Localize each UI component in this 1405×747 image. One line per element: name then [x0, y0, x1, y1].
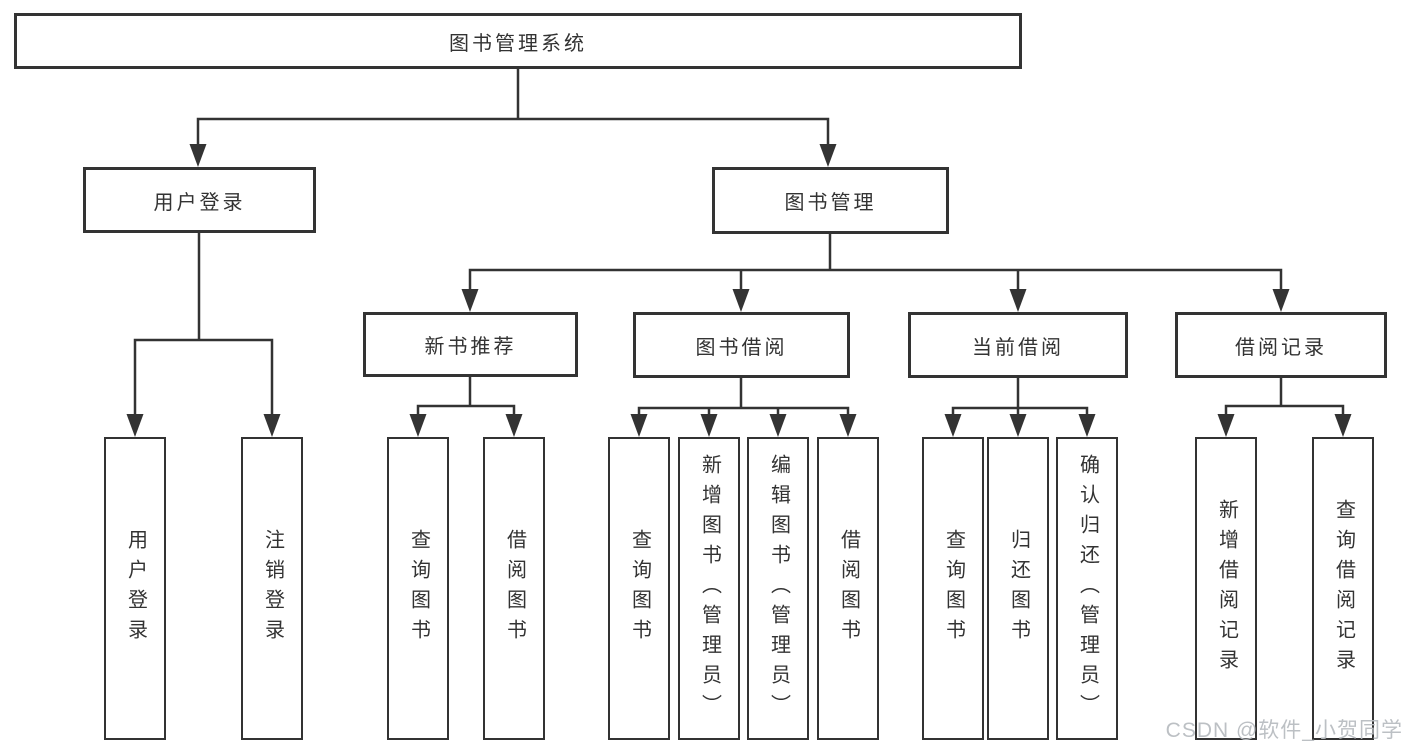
- arrowhead: [944, 414, 962, 437]
- leaf-return-books: 归还图书: [987, 437, 1049, 740]
- arrowhead: [839, 414, 857, 437]
- leaf-query-books-recommend: 查询图书: [387, 437, 449, 740]
- leaf-query-books-current-label: 查询图书: [942, 528, 965, 649]
- leaf-borrow-books: 借阅图书: [817, 437, 879, 740]
- leaf-return-books-label: 归还图书: [1007, 528, 1030, 649]
- leaf-user-login-label: 用户登录: [124, 528, 147, 649]
- arrowhead: [1217, 414, 1235, 437]
- leaf-borrow-books-recommend: 借阅图书: [483, 437, 545, 740]
- node-book-borrowing-label: 图书借阅: [695, 336, 788, 359]
- watermark: CSDN @软件_小贺同学: [1165, 719, 1403, 742]
- arrowhead: [263, 414, 281, 437]
- node-user-login-label: 用户登录: [153, 191, 246, 214]
- leaf-borrow-books-label: 借阅图书: [837, 528, 860, 649]
- arrowhead: [732, 289, 750, 312]
- node-root-label: 图书管理系统: [449, 32, 587, 55]
- node-root: 图书管理系统: [14, 13, 1022, 69]
- arrowhead: [505, 414, 523, 437]
- leaf-add-books-admin-label: 新增图书（管理员）: [698, 453, 721, 724]
- leaf-confirm-return-admin: 确认归还（管理员）: [1056, 437, 1118, 740]
- arrowhead: [769, 414, 787, 437]
- arrowhead: [1009, 289, 1027, 312]
- arrowhead: [819, 144, 837, 167]
- node-book-management-label: 图书管理: [784, 192, 877, 214]
- leaf-query-books-borrowing-label: 查询图书: [628, 528, 651, 649]
- leaf-borrow-books-recommend-label: 借阅图书: [503, 528, 526, 649]
- leaf-add-borrow-record: 新增借阅记录: [1195, 437, 1257, 740]
- leaf-query-books-borrowing: 查询图书: [608, 437, 670, 740]
- arrowhead: [1078, 414, 1096, 437]
- leaf-query-borrow-record-label: 查询借阅记录: [1332, 498, 1355, 679]
- node-current-borrowing-label: 当前借阅: [972, 336, 1064, 359]
- leaf-user-login: 用户登录: [104, 437, 166, 740]
- arrowhead: [409, 414, 427, 437]
- leaf-add-books-admin: 新增图书（管理员）: [678, 437, 740, 740]
- arrowhead: [1009, 414, 1027, 437]
- node-borrowing-records-label: 借阅记录: [1235, 336, 1327, 359]
- node-new-book-recommend: 新书推荐: [363, 312, 578, 377]
- node-user-login: 用户登录: [83, 167, 316, 233]
- arrowhead: [1272, 289, 1290, 312]
- arrowhead: [630, 414, 648, 437]
- leaf-edit-books-admin-label: 编辑图书（管理员）: [767, 453, 790, 724]
- arrowhead: [700, 414, 718, 437]
- arrowhead: [1334, 414, 1352, 437]
- node-book-borrowing: 图书借阅: [633, 312, 850, 378]
- leaf-add-borrow-record-label: 新增借阅记录: [1215, 498, 1238, 679]
- arrowhead: [461, 289, 479, 312]
- leaf-query-books-recommend-label: 查询图书: [407, 528, 430, 649]
- node-current-borrowing: 当前借阅: [908, 312, 1128, 378]
- leaf-query-books-current: 查询图书: [922, 437, 984, 740]
- leaf-logout: 注销登录: [241, 437, 303, 740]
- arrowhead: [189, 144, 207, 167]
- leaf-edit-books-admin: 编辑图书（管理员）: [747, 437, 809, 740]
- leaf-confirm-return-admin-label: 确认归还（管理员）: [1076, 453, 1099, 724]
- node-borrowing-records: 借阅记录: [1175, 312, 1387, 378]
- leaf-logout-label: 注销登录: [261, 528, 284, 649]
- node-book-management: 图书管理: [712, 167, 949, 234]
- node-new-book-recommend-label: 新书推荐: [424, 336, 517, 358]
- leaf-query-borrow-record: 查询借阅记录: [1312, 437, 1374, 740]
- arrowhead: [126, 414, 144, 437]
